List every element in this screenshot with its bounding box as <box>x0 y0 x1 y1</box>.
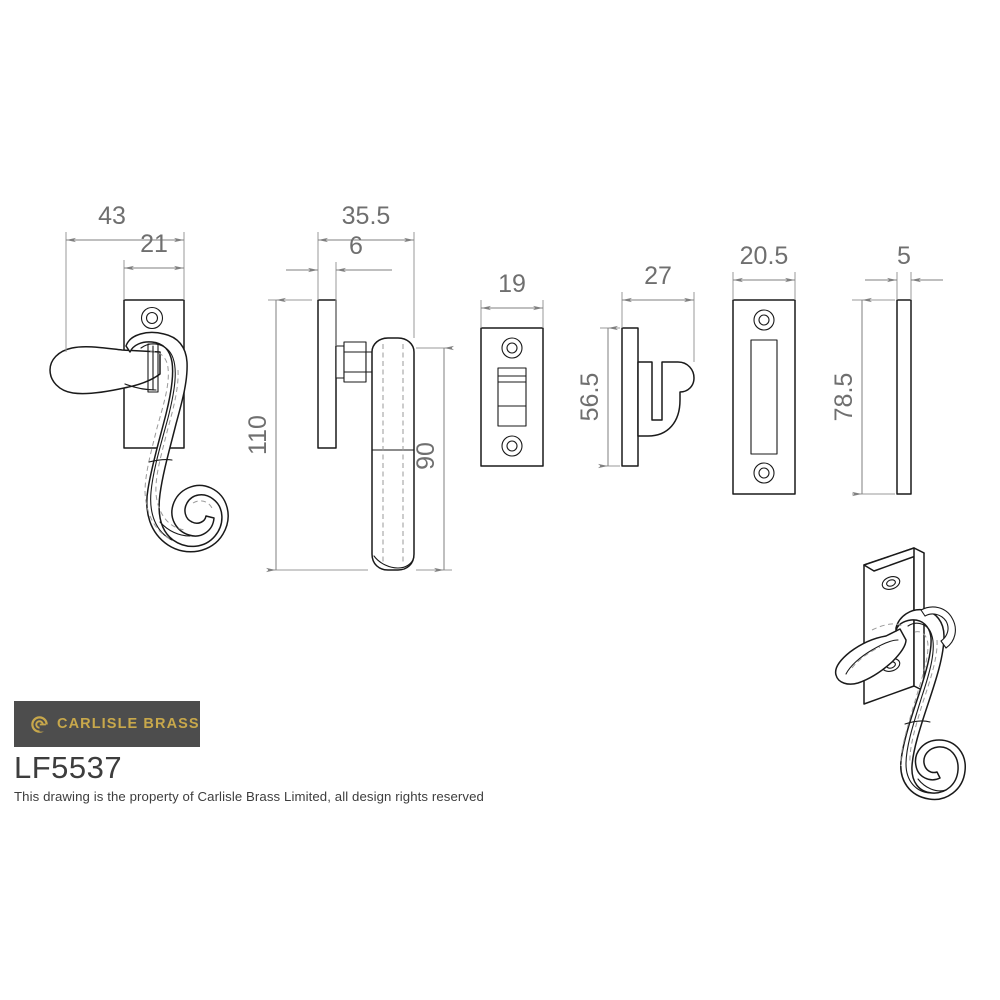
view-side-handle: 35.5 6 110 90 <box>244 202 454 573</box>
dimension-27-label: 27 <box>644 262 672 290</box>
carlisle-brass-c-monogram-icon <box>31 715 49 733</box>
dimension-5-label: 5 <box>897 242 911 270</box>
dimension-20-5-label: 20.5 <box>740 242 789 270</box>
view-hook-side: 27 56.5 <box>576 262 695 469</box>
dimension-6: 6 <box>286 232 392 346</box>
dimension-35-5-label: 35.5 <box>342 202 391 230</box>
dimension-43-label: 43 <box>98 202 126 230</box>
dimension-19-label: 19 <box>498 270 526 298</box>
dimension-110-label: 110 <box>244 415 272 455</box>
view-keep-front: 19 <box>480 270 544 467</box>
part-number: LF5537 <box>14 750 123 785</box>
view-isometric <box>834 547 966 801</box>
dimension-27: 27 <box>621 262 695 362</box>
dimension-35-5: 35.5 <box>317 202 415 338</box>
brand-name: CARLISLE BRASS <box>57 716 200 732</box>
dimension-20-5: 20.5 <box>732 242 796 300</box>
dimension-110: 110 <box>244 297 368 573</box>
dimension-78-5: 78.5 <box>830 297 895 497</box>
dimension-21-label: 21 <box>140 230 168 258</box>
brand-logo-box: CARLISLE BRASS <box>14 701 200 747</box>
dimension-6-label: 6 <box>349 232 363 260</box>
dimension-78-5-label: 78.5 <box>830 373 858 422</box>
view-front-handle: 43 21 <box>49 202 229 553</box>
rights-notice: This drawing is the property of Carlisle… <box>14 789 484 804</box>
view-plate-front: 20.5 <box>732 242 796 495</box>
dimension-5: 5 <box>865 242 943 300</box>
dimension-90-label: 90 <box>412 442 440 470</box>
dimension-21: 21 <box>123 230 185 300</box>
dimension-19: 19 <box>480 270 544 328</box>
dimension-56-5-label: 56.5 <box>576 373 604 422</box>
view-plate-edge: 5 78.5 <box>830 242 943 497</box>
dimension-90: 90 <box>412 345 454 573</box>
dimension-56-5: 56.5 <box>576 325 620 469</box>
